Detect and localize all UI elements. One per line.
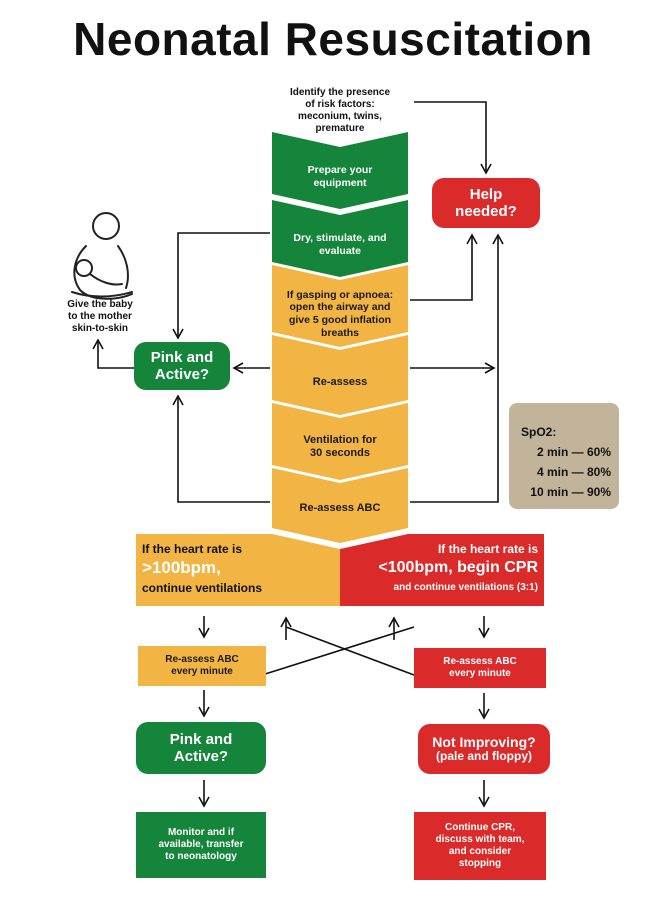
- page-title: Neonatal Resuscitation: [73, 13, 593, 65]
- chevron-dry: [272, 200, 408, 277]
- spo2-heading: SpO2:: [521, 425, 557, 439]
- reassess-right-box: Re-assess ABC every minute: [414, 648, 546, 688]
- reassess-left-box: Re-assess ABC every minute: [138, 646, 266, 686]
- pink-active-bottom-box: Pink and Active?: [136, 722, 266, 774]
- branch-left-line2: >100bpm,: [142, 557, 221, 577]
- spo2-box: SpO2: 2 min — 60% 4 min — 80% 10 min — 9…: [509, 403, 619, 509]
- mother-and-baby-icon: [71, 212, 133, 300]
- branch-right-line3: and continue ventilations (3:1): [393, 582, 538, 593]
- help-needed-box: Help needed?: [432, 178, 540, 228]
- chevron-reassess: [272, 335, 408, 415]
- chevron-label-reassess: Re-assess: [312, 376, 368, 389]
- branch-left-line1: If the heart rate is: [142, 541, 243, 556]
- spo2-row: 4 min — 80%: [536, 465, 611, 479]
- branch-right-shape: [340, 534, 544, 606]
- spo2-row: 10 min — 90%: [530, 485, 611, 499]
- spo2-row: 2 min — 60%: [536, 445, 611, 459]
- chevron-reassess-abc: [272, 468, 408, 543]
- chevron-label-dry: Dry, stimulate, and evaluate: [293, 232, 387, 257]
- branch-left-shape: [136, 534, 340, 606]
- not-improving-box: Not Improving? (pale and floppy): [418, 724, 550, 774]
- chevron-label-ventilation: Ventilation for 30 seconds: [303, 433, 377, 459]
- branch-right-line1: If the heart rate is: [437, 541, 538, 556]
- risk-factors-text: Identify the presence of risk factors: m…: [289, 87, 391, 134]
- chevron-ventilation: [272, 403, 408, 480]
- branch-left-line3: continue ventilations: [142, 580, 263, 595]
- branch-right-line2: <100bpm, begin CPR: [378, 559, 538, 577]
- pink-active-top-box: Pink and Active?: [134, 342, 230, 390]
- chevron-gasping: [272, 265, 408, 347]
- not-improving-line2: (pale and floppy): [436, 749, 532, 764]
- not-improving-line1: Not Improving?: [432, 734, 536, 751]
- skin-to-skin-text: Give the baby to the mother skin-to-skin: [67, 299, 133, 334]
- chevron-prepare: [272, 132, 408, 209]
- connectors: [92, 101, 504, 808]
- chevron-label-prepare: Prepare your equipment: [307, 164, 373, 189]
- chevron-label-reassess-abc: Re-assess ABC: [299, 502, 381, 515]
- monitor-box: Monitor and if available, transfer to ne…: [136, 812, 266, 878]
- chevron-label-gasping: If gasping or apnoea: open the airway an…: [286, 288, 394, 339]
- continue-cpr-box: Continue CPR, discuss with team, and con…: [414, 812, 546, 880]
